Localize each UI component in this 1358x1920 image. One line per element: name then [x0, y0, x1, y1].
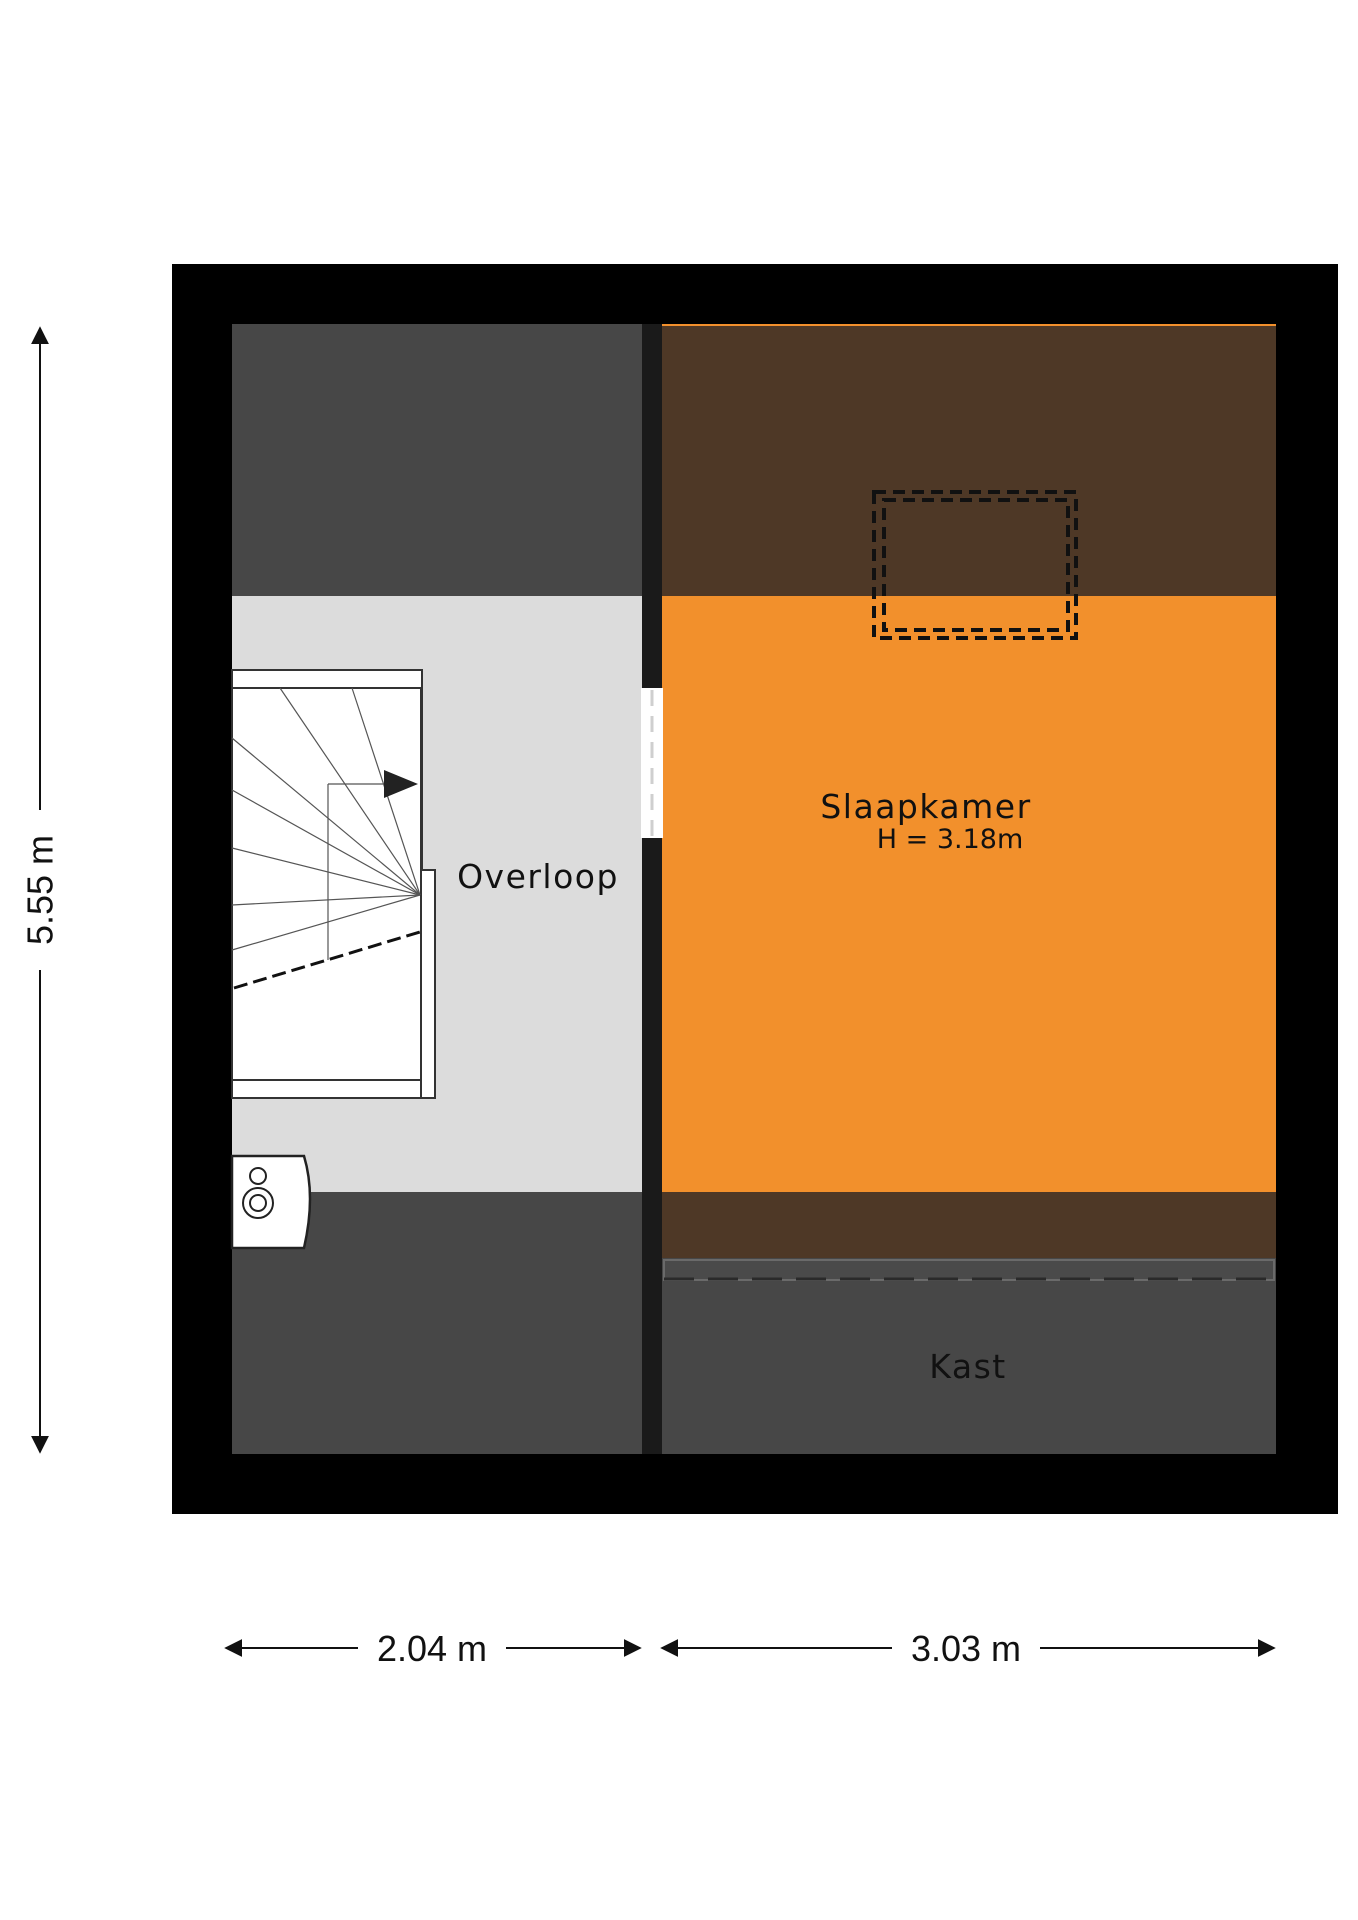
door-icon[interactable]	[641, 688, 663, 838]
room-label-slaapkamer: Slaapkamer	[820, 787, 1031, 826]
interior-wall	[642, 324, 662, 1454]
staircase-icon	[231, 669, 436, 1099]
dimension-height-label: 5.55 m	[20, 835, 61, 945]
slaapkamer-floor	[662, 596, 1276, 1192]
kast-floor	[662, 1258, 1276, 1454]
kast-door-track	[663, 1259, 1275, 1281]
overloop-low-ceiling-top	[232, 324, 642, 596]
dimension-right-width-label: 3.03 m	[911, 1628, 1021, 1669]
vertical-dimension: 5.55 m	[20, 326, 61, 1454]
arrow-icon	[384, 770, 418, 798]
horizontal-dimension-right: 3.03 m	[660, 1628, 1276, 1669]
slaapkamer-height: H = 3.18m	[877, 824, 1024, 855]
horizontal-dimension-left: 2.04 m	[224, 1628, 642, 1669]
room-label-kast: Kast	[929, 1347, 1006, 1386]
boiler-icon	[230, 1154, 312, 1250]
dimension-left-width-label: 2.04 m	[377, 1628, 487, 1669]
slaapkamer-low-ceiling-bottom	[662, 1192, 1276, 1258]
skylight-icon	[872, 490, 1078, 640]
slaapkamer-low-ceiling-top	[662, 324, 1276, 596]
room-label-overloop: Overloop	[457, 857, 619, 896]
